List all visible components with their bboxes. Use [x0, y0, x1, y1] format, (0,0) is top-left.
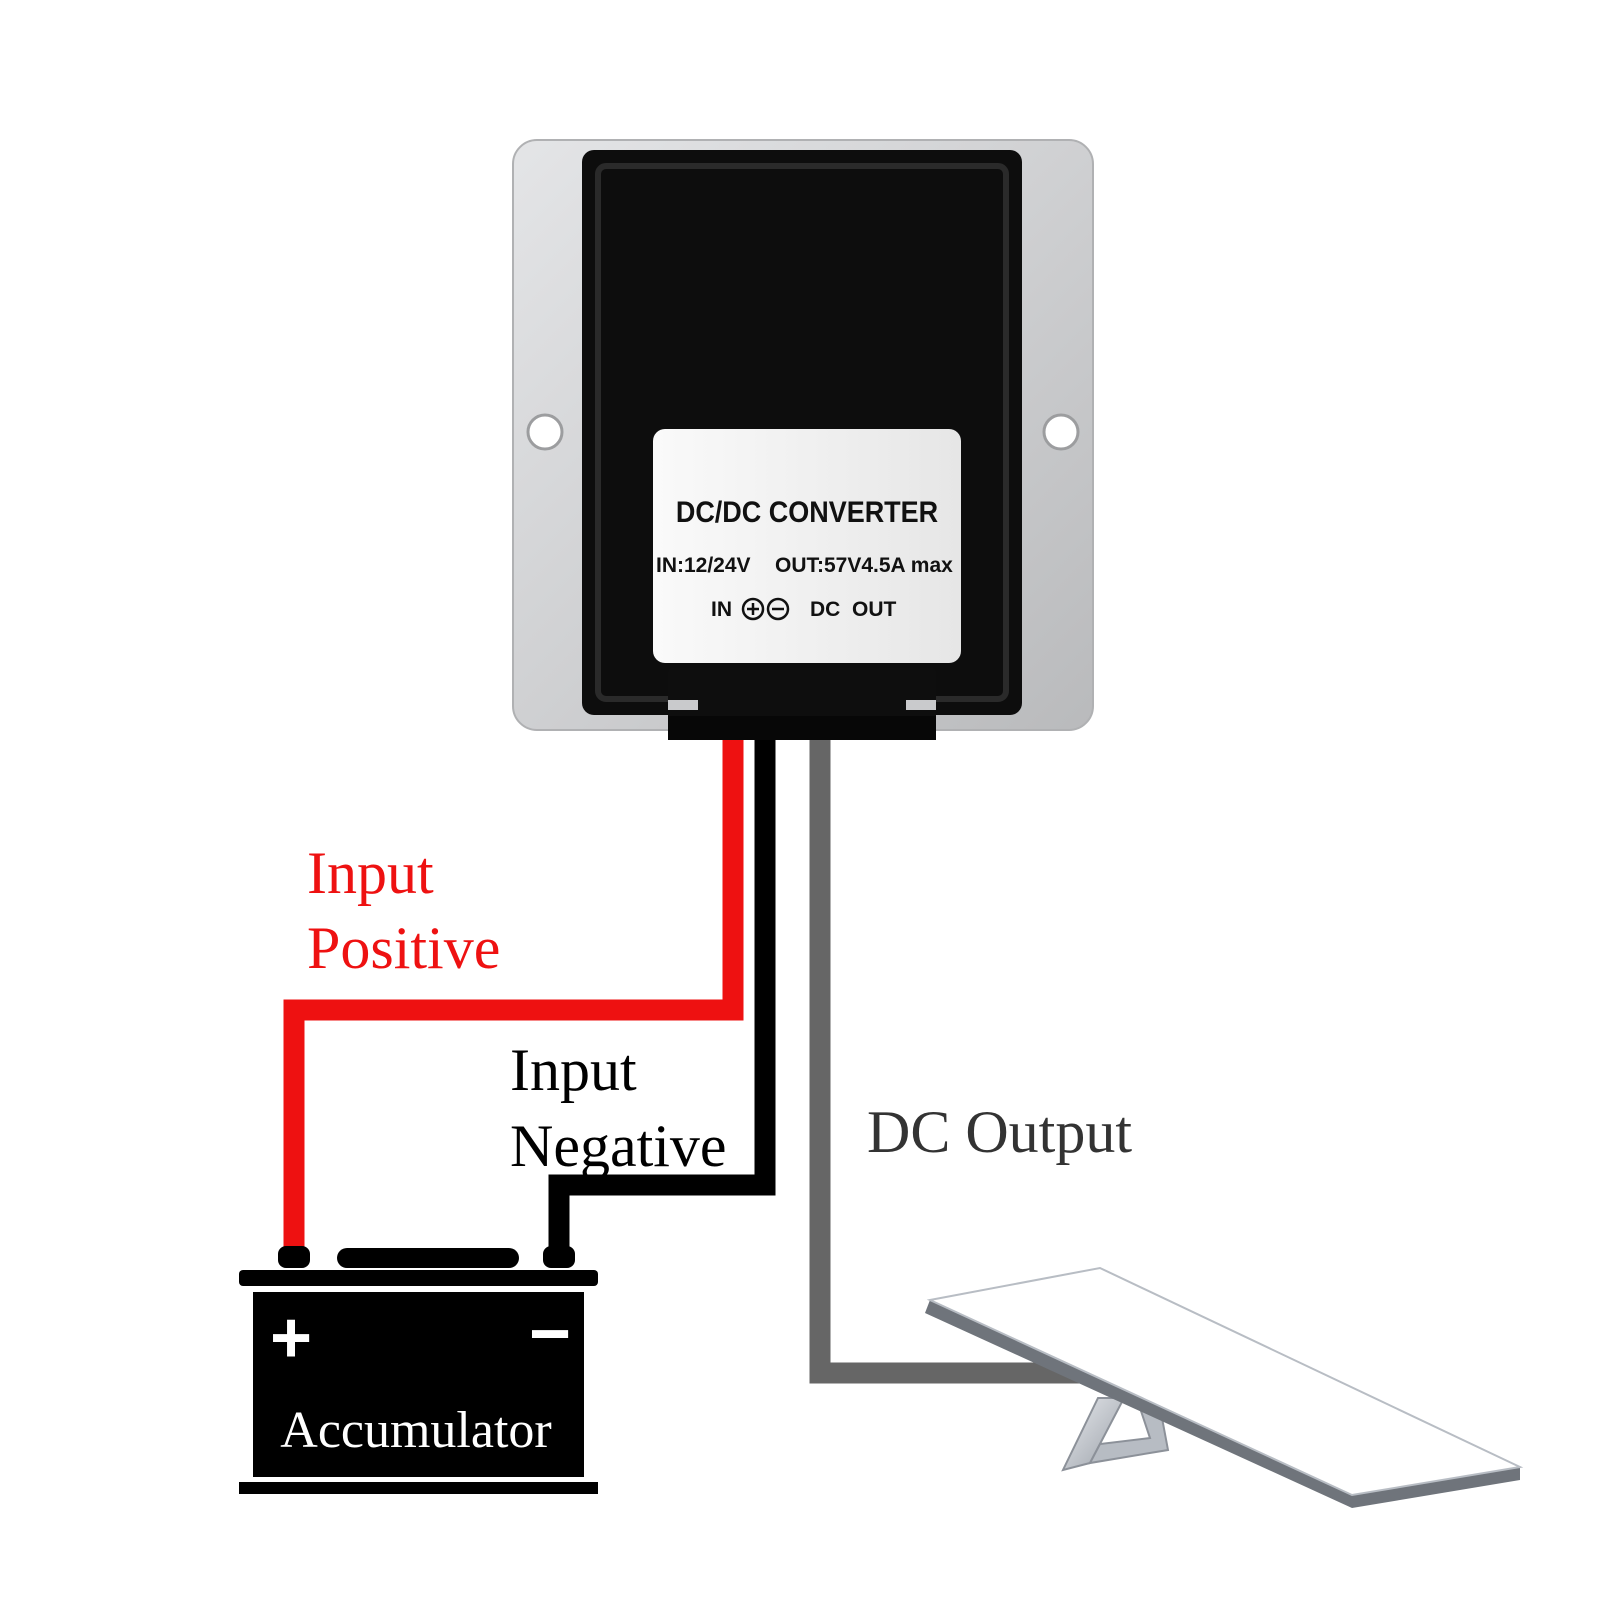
mounting-hole-right [1042, 413, 1080, 451]
panel-surface [926, 1266, 1524, 1497]
cable-gland [668, 668, 936, 740]
battery-top-ridge [337, 1248, 519, 1268]
plus-circle-icon [741, 597, 765, 621]
mounting-hole-left [526, 413, 564, 451]
accumulator-battery: + − Accumulator [239, 1246, 598, 1494]
negative-wire [548, 740, 776, 1252]
converter-dc-out-marker: DC OUT [810, 598, 897, 621]
battery-lid [239, 1270, 598, 1286]
converter-title: DC/DC CONVERTER [676, 496, 939, 530]
positive-wire-label-line1: Input [307, 840, 434, 906]
battery-base [239, 1482, 598, 1494]
positive-wire [283, 740, 744, 1252]
battery-minus-symbol: − [529, 1294, 571, 1374]
converter-output-rating: OUT:57V4.5A max [775, 554, 953, 577]
battery-terminal-positive [278, 1246, 310, 1268]
minus-circle-icon [766, 597, 790, 621]
converter-label-sticker [653, 429, 961, 663]
converter-in-marker: IN [711, 598, 732, 621]
battery-label: Accumulator [280, 1402, 551, 1459]
battery-terminal-negative [543, 1246, 575, 1268]
positive-wire-label-line2: Positive [307, 915, 500, 981]
output-device-panel [925, 1266, 1524, 1508]
battery-body [253, 1292, 584, 1477]
wires [283, 740, 1082, 1384]
output-wire-label: DC Output [867, 1099, 1132, 1165]
negative-wire-label-line2: Negative [510, 1113, 727, 1179]
converter-input-rating: IN:12/24V [656, 554, 751, 577]
output-wire [809, 740, 1082, 1384]
battery-plus-symbol: + [270, 1298, 312, 1378]
dc-dc-converter: DC/DC CONVERTER IN:12/24V OUT:57V4.5A ma… [512, 139, 1094, 740]
negative-wire-label-line1: Input [510, 1037, 637, 1103]
